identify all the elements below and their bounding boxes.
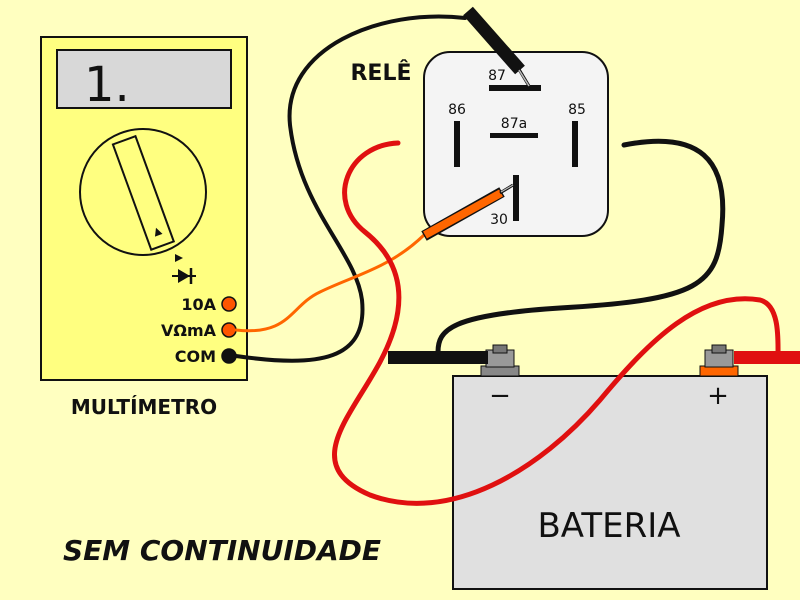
- black-probe[interactable]: [463, 6, 531, 87]
- relay-title: RELÊ: [350, 60, 411, 86]
- battery-body: [452, 375, 768, 590]
- positive-cable-lug: [734, 351, 800, 364]
- relay: 87 86 87a 85 30: [423, 51, 609, 237]
- battery-positive-terminal[interactable]: [699, 344, 739, 377]
- diagram-caption: SEM CONTINUIDADE: [63, 534, 381, 567]
- selector-arrow-icon: [175, 254, 183, 262]
- orange-probe-wire-voma: [234, 233, 426, 333]
- negative-cable-lug: [388, 351, 488, 364]
- jack-label-voma: VΩmA: [161, 321, 217, 340]
- battery-negative-terminal[interactable]: [480, 344, 520, 377]
- relay-pin-86[interactable]: [454, 121, 460, 167]
- diode-symbol-icon: [172, 268, 196, 284]
- relay-pin-30-label: 30: [490, 212, 508, 228]
- relay-pin-87[interactable]: [489, 85, 541, 91]
- multimeter-dial-pointer: [111, 134, 176, 251]
- relay-pin-30[interactable]: [513, 175, 519, 221]
- jack-10a[interactable]: [221, 296, 237, 312]
- battery-positive-sign: +: [707, 381, 729, 411]
- relay-pin-87a-label: 87a: [501, 116, 527, 132]
- relay-pin-86-label: 86: [448, 102, 466, 118]
- battery: BATERIA − +: [452, 344, 768, 590]
- relay-pin-85[interactable]: [572, 121, 578, 167]
- relay-pin-87-label: 87: [488, 68, 506, 84]
- multimeter-display-value: 1.: [84, 57, 130, 113]
- jack-voma[interactable]: [221, 322, 237, 338]
- battery-label: BATERIA: [537, 506, 680, 546]
- black-probe-wire-com: [234, 14, 467, 363]
- multimeter: 1. 10A VΩmA COM: [40, 36, 248, 381]
- battery-negative-sign: −: [489, 381, 511, 411]
- black-wire-85-to-negative: [435, 138, 726, 355]
- multimeter-display: [56, 49, 232, 109]
- relay-pin-87a[interactable]: [490, 133, 538, 138]
- orange-probe[interactable]: [421, 183, 514, 241]
- relay-pin-85-label: 85: [568, 102, 586, 118]
- jack-label-com: COM: [175, 347, 216, 366]
- relay-body: [423, 51, 609, 237]
- multimeter-title: MULTÍMETRO: [71, 395, 217, 419]
- red-wire-86-to-positive: [332, 140, 781, 506]
- jack-com[interactable]: [221, 348, 237, 364]
- jack-label-10a: 10A: [181, 295, 216, 314]
